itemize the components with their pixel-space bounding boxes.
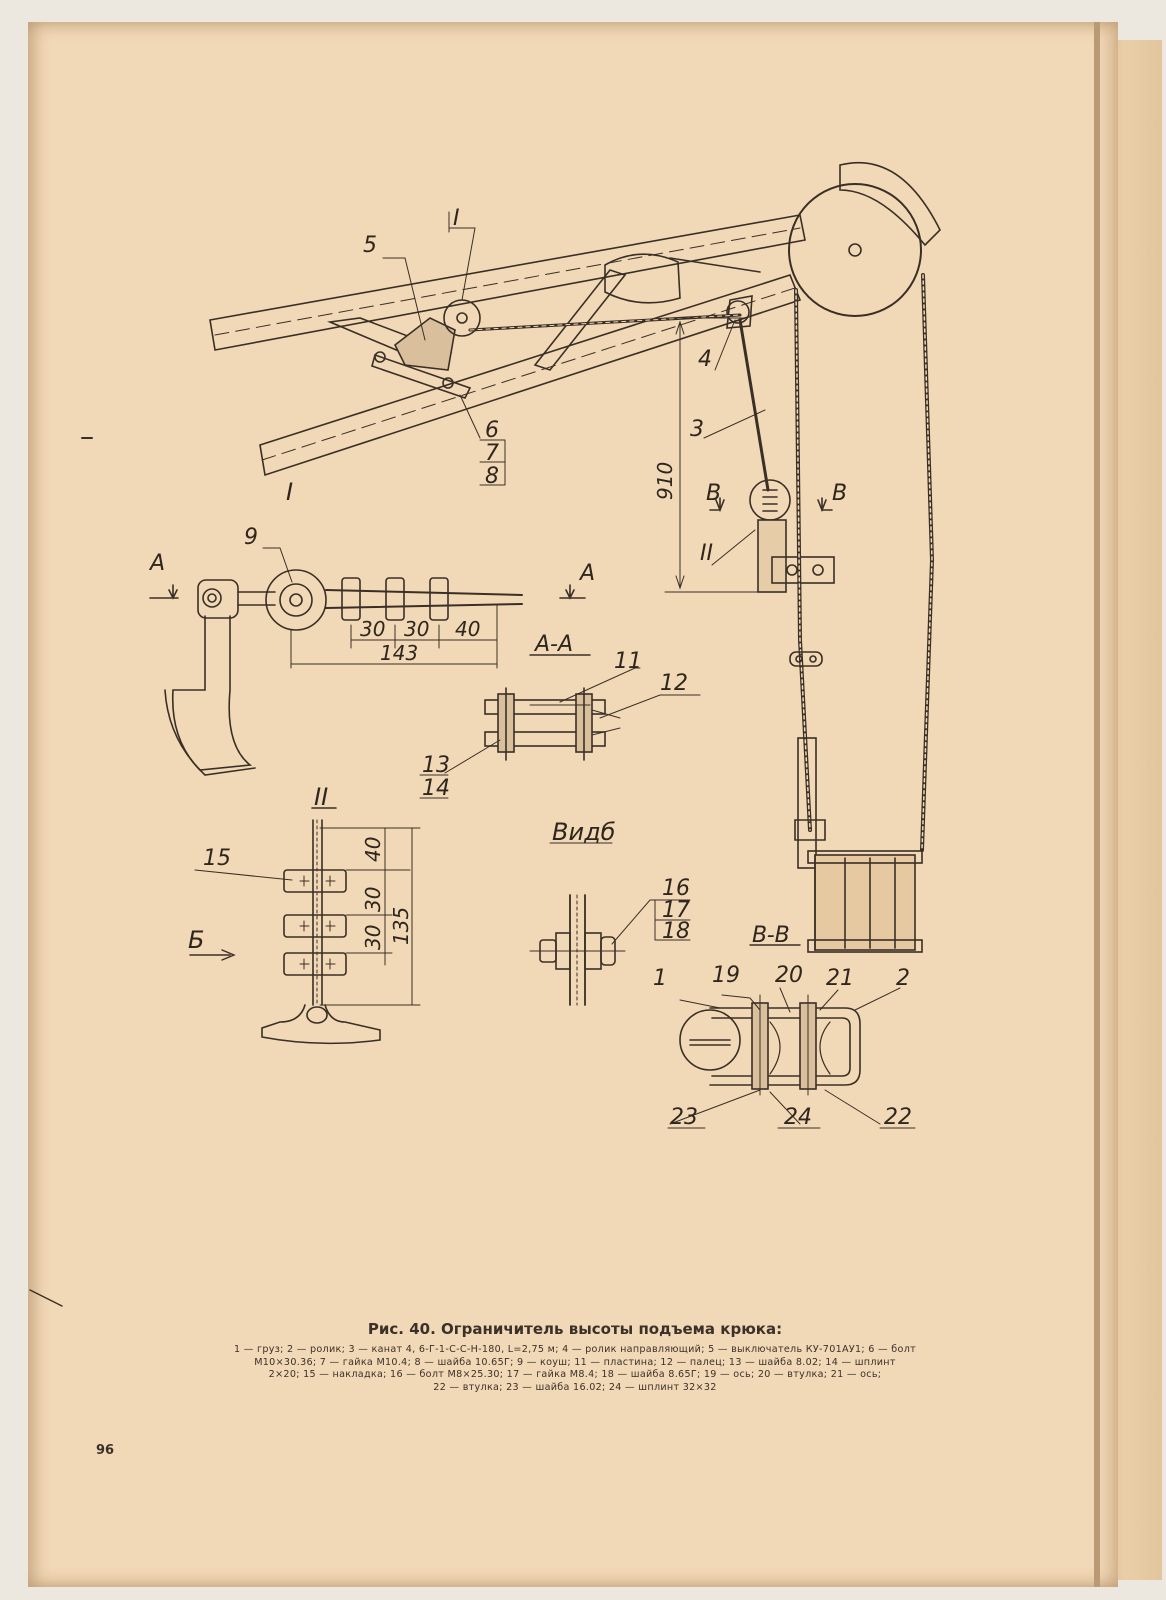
label-view-I-mark: I: [453, 206, 460, 231]
label-8: 8: [485, 464, 499, 489]
dim-v30b: 30: [361, 925, 385, 950]
view-I-title: I: [286, 478, 293, 506]
view-B-detail: [529, 842, 691, 1006]
label-view-II-mark: II: [700, 541, 713, 566]
label-9: 9: [244, 525, 258, 550]
label-13: 13: [422, 753, 450, 778]
label-6: 6: [485, 418, 499, 443]
label-2: 2: [896, 966, 910, 991]
dim-143: 143: [380, 641, 418, 665]
section-B-right: B: [832, 481, 847, 506]
boom-assembly: [209, 161, 941, 953]
legend-line-4: 22 — втулка; 23 — шайба 16.02; 24 — шпли…: [433, 1381, 717, 1393]
label-20: 20: [775, 963, 803, 988]
figure-caption: Рис. 40. Ограничитель высоты подъема крю…: [180, 1320, 970, 1394]
label-4: 4: [698, 347, 712, 372]
dim-v40: 40: [361, 837, 385, 862]
page-gutter: [1094, 22, 1100, 1587]
part-labels: 5 I 4 3 6 7 8 I 9 A A A-A 11 12 13 14 B …: [148, 206, 912, 1130]
label-21: 21: [826, 966, 854, 991]
legend-line-2: М10×30.36; 7 — гайка М10.4; 8 — шайба 10…: [254, 1356, 896, 1368]
section-B-B: [667, 944, 916, 1129]
label-1: 1: [653, 966, 667, 991]
view-B-title: Видб: [552, 818, 616, 846]
dim-30b: 30: [404, 617, 429, 641]
dim-910: 910: [653, 462, 677, 500]
label-7: 7: [485, 441, 499, 466]
section-A-left: A: [148, 551, 165, 576]
caption-title: Рис. 40. Ограничитель высоты подъема крю…: [367, 1320, 783, 1338]
label-5: 5: [363, 233, 377, 258]
label-22: 22: [884, 1105, 912, 1130]
label-18: 18: [662, 919, 690, 944]
legend-line-1: 1 — груз; 2 — ролик; 3 — канат 4, 6-Г-1-…: [233, 1344, 917, 1355]
label-14: 14: [422, 776, 450, 801]
dim-30a: 30: [360, 617, 385, 641]
section-AA-title: A-A: [533, 632, 573, 657]
label-17: 17: [662, 898, 690, 923]
label-23: 23: [670, 1105, 698, 1130]
dimension-labels: 910 30 30 40 143 40 30 30 135: [360, 462, 677, 950]
clamp-plates: [341, 577, 449, 621]
label-16: 16: [662, 876, 690, 901]
dim-v30a: 30: [361, 887, 385, 912]
label-19: 19: [712, 963, 740, 988]
legend-line-3: 2×20; 15 — накладка; 16 — болт М8×25.30;…: [268, 1369, 882, 1380]
section-BB-title: B-B: [752, 923, 790, 948]
dim-v135: 135: [389, 907, 413, 945]
label-11: 11: [614, 649, 642, 674]
label-3: 3: [690, 417, 704, 442]
section-B-left: B: [706, 481, 721, 506]
view-II-title: II: [314, 783, 328, 811]
view-II: [189, 807, 421, 1045]
section-A-A: [419, 654, 701, 799]
label-12: 12: [660, 671, 688, 696]
view-I: [149, 547, 586, 776]
label-24: 24: [784, 1105, 812, 1130]
section-A-right: A: [578, 561, 595, 586]
page-number: 96: [96, 1443, 115, 1458]
view-arrow-B: Б: [188, 926, 204, 954]
dim-40: 40: [455, 617, 480, 641]
label-15: 15: [203, 846, 231, 871]
